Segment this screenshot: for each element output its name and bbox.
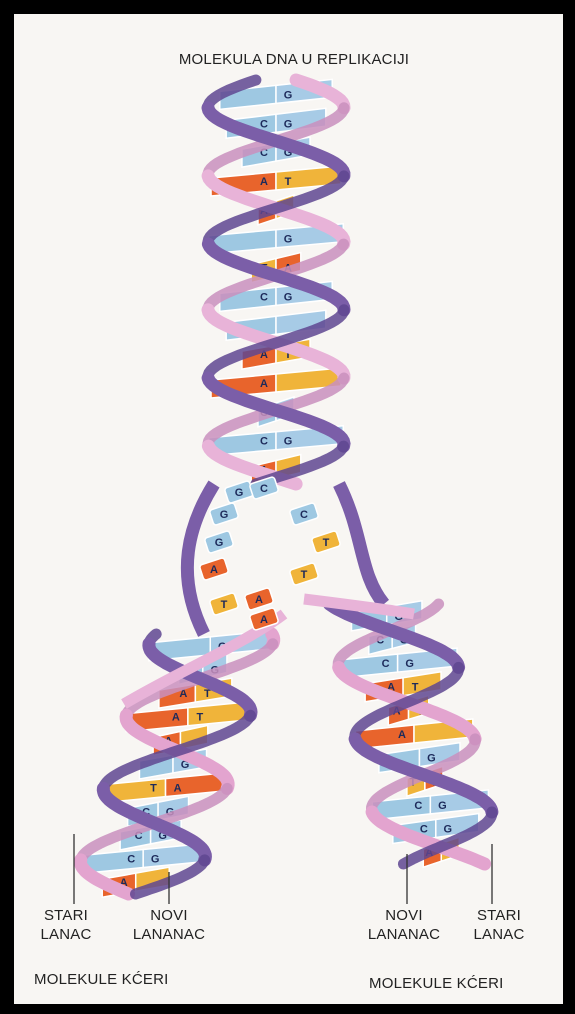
right-daughter-base-letter: G: [427, 753, 436, 765]
right-daughter-base-letter: C: [414, 800, 422, 812]
old-strand-left-line1: STARI: [36, 906, 96, 925]
free-nucleotide-letter: T: [301, 569, 308, 581]
parent-base-letter: A: [260, 176, 268, 188]
old-strand-left-label: STARI LANAC: [36, 906, 96, 944]
parent-base-letter: G: [284, 234, 293, 246]
parent-base-letter: G: [284, 436, 293, 448]
left-daughter-base-letter: T: [150, 783, 157, 795]
free-nucleotide: T: [311, 530, 341, 553]
free-nucleotide-letter: T: [221, 599, 228, 611]
free-nucleotide: G: [209, 502, 239, 525]
right-daughter-base-letter: A: [398, 729, 406, 741]
left-daughter-base-letter: G: [151, 854, 160, 866]
new-strand-left-line1: NOVI: [124, 906, 214, 925]
parent-base-letter: C: [260, 118, 268, 130]
old-strand-right-label: STARI LANAC: [469, 906, 529, 944]
right-daughter-base-letter: C: [382, 658, 390, 670]
left-daughter-base-letter: A: [172, 712, 180, 724]
old-strand-right-line1: STARI: [469, 906, 529, 925]
free-nucleotide: G: [204, 530, 234, 553]
fork-old-strand-right: [339, 484, 384, 604]
free-nucleotide: A: [244, 587, 274, 610]
right-daughter-base-letter: G: [405, 658, 414, 670]
parent-base-letter: T: [285, 176, 292, 188]
parent-base-letter: G: [284, 118, 293, 130]
free-nucleotide: C: [289, 502, 319, 525]
dna-replication-diagram: GCGCGATAGTACGATACGCGAGCGATATAGTACGCGCGAG…: [14, 14, 563, 1004]
free-nucleotide: A: [199, 557, 229, 580]
diagram-panel: GCGCGATAGTACGATACGCGAGCGATATAGTACGCGCGAG…: [14, 14, 563, 1004]
parent-base-letter: C: [260, 436, 268, 448]
old-strand-left-line2: LANAC: [36, 925, 96, 944]
left-daughter-base-letter: C: [127, 854, 135, 866]
parent-base-letter: C: [260, 291, 268, 303]
diagram-title: MOLEKULA DNA U REPLIKACIJI: [134, 50, 454, 69]
parent-base-letter: A: [260, 378, 268, 390]
free-nucleotide-letter: A: [210, 564, 218, 576]
free-nucleotide: T: [289, 562, 319, 585]
new-strand-right-line2: LANANAC: [359, 925, 449, 944]
old-strand-right-line2: LANAC: [469, 925, 529, 944]
free-nucleotide-letter: A: [260, 614, 268, 626]
daughter-molecule-left-label: MOLEKULE KĆERI: [34, 970, 204, 989]
new-strand-right-label: NOVI LANANAC: [359, 906, 449, 944]
new-strand-right-line1: NOVI: [359, 906, 449, 925]
right-daughter-base-letter: G: [438, 800, 447, 812]
left-daughter-base-letter: A: [174, 783, 182, 795]
daughter-molecule-right-label: MOLEKULE KĆERI: [369, 974, 549, 993]
free-nucleotide: T: [209, 592, 239, 615]
parent-base-letter: G: [284, 89, 293, 101]
free-nucleotide-letter: G: [235, 487, 244, 499]
free-nucleotide-letter: G: [215, 537, 224, 549]
new-strand-left-label: NOVI LANANAC: [124, 906, 214, 944]
new-strand-left-line2: LANANAC: [124, 925, 214, 944]
right-daughter-base-letter: G: [444, 824, 453, 836]
free-nucleotide-letter: A: [255, 594, 263, 606]
left-daughter-base-letter: T: [197, 712, 204, 724]
free-nucleotide-letter: G: [220, 509, 229, 521]
free-nucleotide-letter: T: [323, 537, 330, 549]
free-nucleotide: G: [224, 480, 254, 503]
fork-old-strand-left: [187, 484, 214, 634]
free-nucleotide-letter: C: [260, 483, 268, 495]
parent-base-letter: G: [284, 291, 293, 303]
free-nucleotide-letter: C: [300, 509, 308, 521]
